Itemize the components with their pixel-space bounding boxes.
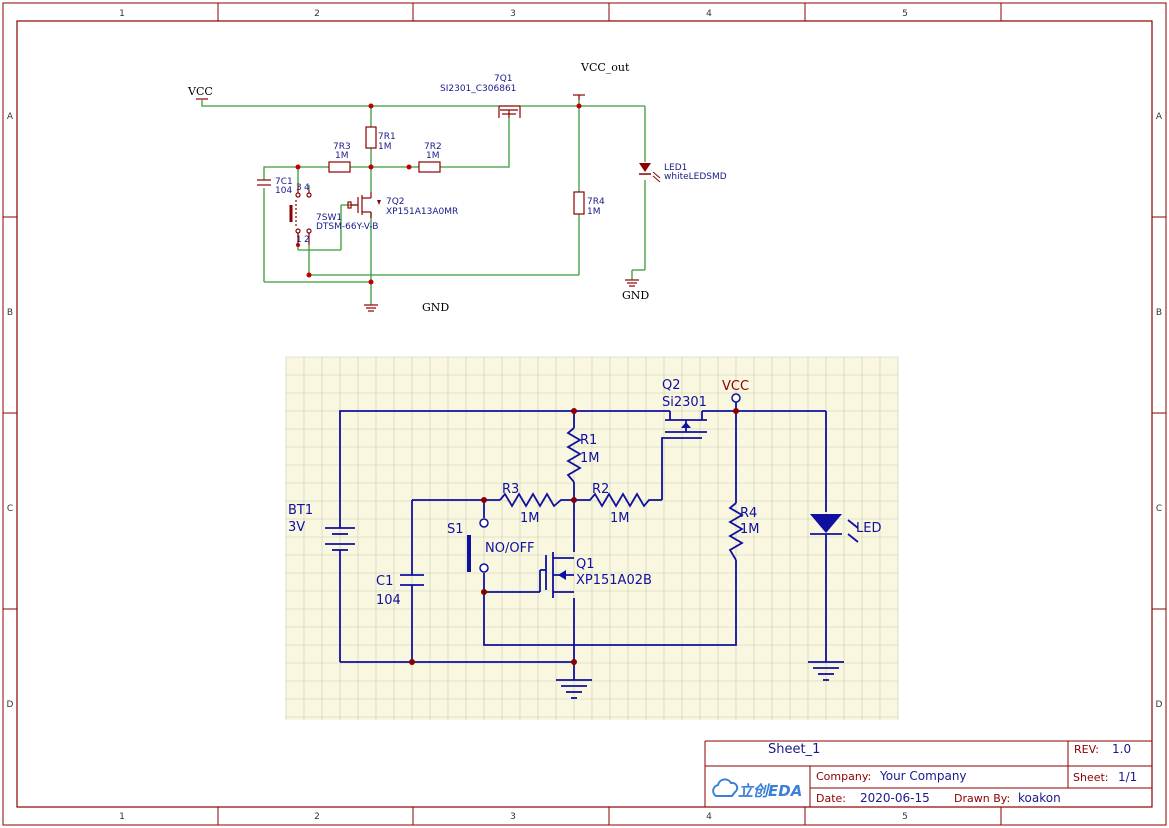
value-7c1: 104 (275, 186, 292, 196)
net-label-gnd: GND (422, 301, 449, 314)
ref-label-c1: C1 (376, 574, 393, 589)
mosfet-7q2-symbol (347, 192, 372, 218)
switch-pin: 4 (304, 183, 310, 193)
led1-symbol (639, 163, 661, 183)
col-number: 1 (119, 9, 125, 19)
sheet-label: Sheet: (1073, 771, 1109, 784)
ref-7c1: 7C1 (275, 177, 293, 187)
value-7r4: 1M (587, 207, 601, 217)
row-letter: D (1156, 700, 1163, 710)
switch-pin: 2 (304, 235, 310, 245)
ref-7sw1: 7SW1 (316, 213, 342, 223)
drawn-by-label: Drawn By: (954, 792, 1010, 805)
ref-7q1: 7Q1 (494, 74, 513, 84)
ref-label-q1: Q1 (576, 557, 595, 572)
resistor-7r3-symbol (328, 161, 351, 173)
ref-label-bt1-value: 3V (288, 520, 305, 535)
value-7q2: XP151A13A0MR (386, 207, 458, 217)
ref-label-led: LED (856, 521, 881, 536)
col-number: 4 (706, 9, 712, 19)
rev-label: REV: (1074, 743, 1099, 756)
value-7r2: 1M (426, 151, 440, 161)
ref-label-s1-value: NO/OFF (485, 541, 535, 556)
col-number: 2 (314, 812, 320, 822)
switch-pin: 1 (296, 235, 302, 245)
capacitor-7c1-symbol (257, 179, 271, 186)
ref-label-r3-value: 1M (520, 511, 540, 526)
net-label-vcc-out: VCC_out (580, 61, 630, 74)
date-label: Date: (816, 792, 846, 805)
ref-label-vcc: VCC (722, 379, 749, 394)
value-7sw1: DTSM-66Y-V-B (316, 222, 379, 232)
title-block: Sheet_1 REV: 1.0 Company: Your Company S… (704, 740, 1152, 807)
ref-label-r1: R1 (580, 433, 597, 448)
row-letter: A (7, 112, 14, 122)
ref-label-bt1: BT1 (288, 503, 313, 518)
value-7r1: 1M (378, 142, 392, 152)
company-value: Your Company (879, 769, 967, 783)
row-letter: C (7, 504, 13, 514)
ref-label-s1: S1 (447, 522, 464, 537)
switch-pin: 3 (296, 183, 302, 193)
col-number: 2 (314, 9, 320, 19)
cloud-icon (712, 778, 739, 797)
company-label: Company: (816, 770, 871, 783)
rev-value: 1.0 (1112, 742, 1131, 756)
ref-label-q2-value: Si2301 (662, 395, 707, 410)
resistor-7r4-symbol (573, 191, 585, 215)
col-number: 3 (510, 812, 516, 822)
row-letter: C (1156, 504, 1162, 514)
resistor-7r1-symbol (365, 126, 377, 149)
eda-logo-text: 立创EDA (738, 782, 802, 800)
ref-7q2: 7Q2 (386, 197, 405, 207)
diode-7q2-arrow (377, 200, 381, 205)
ref-label-r2: R2 (592, 482, 609, 497)
ref-7r2: 7R2 (424, 142, 442, 152)
net-label-gnd: GND (622, 289, 649, 302)
net-label-vcc: VCC (187, 85, 213, 98)
ref-7r3: 7R3 (333, 142, 351, 152)
value-7r3: 1M (335, 151, 349, 161)
col-number: 4 (706, 812, 712, 822)
resistor-7r2-symbol (418, 161, 441, 173)
row-letter: D (7, 700, 14, 710)
date-value: 2020-06-15 (860, 791, 930, 805)
ref-7r1: 7R1 (378, 132, 396, 142)
row-letter: A (1156, 112, 1163, 122)
sheet-value: 1/1 (1118, 770, 1137, 784)
ref-led-triangle (810, 514, 842, 533)
top-schematic: VCC VCC_out GND GND 7Q1 SI2301_C306861 7… (187, 61, 727, 314)
ref-label-r1-value: 1M (580, 451, 600, 466)
ref-label-c1-value: 104 (376, 593, 401, 608)
drawn-by-value: koakon (1018, 791, 1061, 805)
sheet-name: Sheet_1 (768, 742, 820, 757)
ref-label-q1-value: XP151A02B (576, 573, 652, 588)
row-letter: B (7, 308, 13, 318)
col-number: 5 (902, 9, 908, 19)
ref-label-r4-value: 1M (740, 522, 760, 537)
ref-7r4: 7R4 (587, 197, 605, 207)
ref-label-r2-value: 1M (610, 511, 630, 526)
mosfet-7q1-symbol (498, 105, 521, 118)
value-led1: whiteLEDSMD (664, 172, 727, 182)
reference-circuit-image: Q2 Si2301 VCC R1 1M R3 1M R2 1M R4 1M BT… (285, 356, 899, 720)
col-number: 5 (902, 812, 908, 822)
ref-q1-arrow (558, 570, 566, 580)
ref-led1: LED1 (664, 163, 687, 173)
col-number: 3 (510, 9, 516, 19)
col-number: 1 (119, 812, 125, 822)
ref-q2-arrow (681, 422, 691, 428)
ref-label-r3: R3 (502, 482, 519, 497)
ref-label-r4: R4 (740, 506, 757, 521)
switch-7sw1-symbol (289, 185, 312, 245)
eda-logo: 立创EDA (712, 778, 802, 800)
ref-label-q2: Q2 (662, 378, 681, 393)
value-7q1: SI2301_C306861 (440, 84, 516, 94)
row-letter: B (1156, 308, 1162, 318)
